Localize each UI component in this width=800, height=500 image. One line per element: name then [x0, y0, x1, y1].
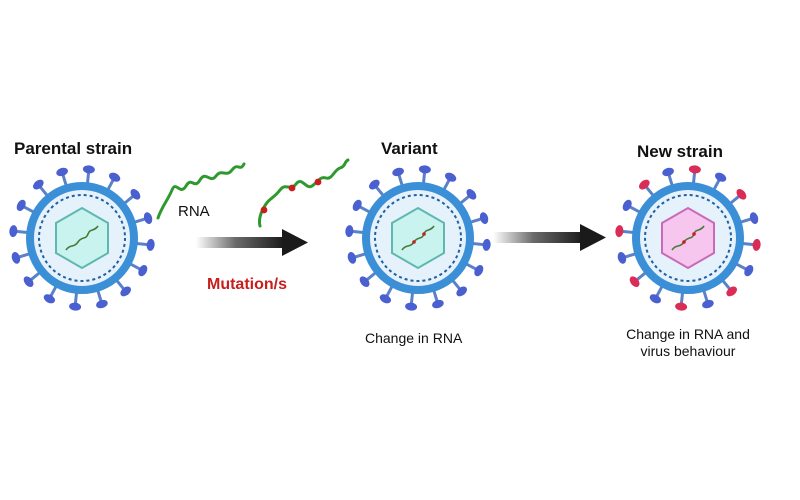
spike-head [347, 252, 357, 264]
spike-head [69, 302, 82, 311]
new-strain-caption: Change in RNA and virus behaviour [624, 326, 752, 360]
spike-head [702, 299, 714, 309]
spike-head [96, 299, 108, 309]
mutation-marker [260, 206, 268, 214]
inner-rna [401, 225, 435, 251]
rna-label: RNA [178, 203, 210, 220]
spike-head [109, 172, 121, 182]
spike-head [405, 302, 418, 311]
spike-head [622, 199, 632, 211]
spike-head [726, 286, 737, 297]
spike-head [345, 225, 354, 238]
spike-head [130, 189, 141, 200]
spike-head [146, 238, 155, 251]
spike-head [456, 286, 467, 297]
variant-caption: Change in RNA [365, 330, 463, 346]
mutated-rna-strand-icon [258, 158, 350, 228]
spike-head [617, 252, 627, 264]
spike-head [615, 225, 624, 238]
spike-head [16, 199, 26, 211]
spike-head [629, 276, 640, 287]
mutation-marker [288, 184, 296, 192]
stage-title-new-strain: New strain [637, 142, 723, 161]
arrow-right-icon [493, 224, 606, 251]
spike-head [56, 167, 68, 177]
spike-head [432, 299, 444, 309]
spike-head [749, 212, 759, 224]
inner-rna [65, 225, 99, 251]
inner-mutation [692, 232, 696, 236]
spike-head [33, 179, 44, 190]
new-strain-caption-line1: Change in RNA and [626, 326, 750, 342]
rna-strand-icon [156, 162, 246, 220]
spike-head [736, 189, 747, 200]
envelope-inner-membrane [374, 194, 462, 282]
spike-head [744, 265, 754, 277]
envelope-inner-membrane [38, 194, 126, 282]
arrow-right-icon [196, 229, 308, 256]
inner-mutation [682, 240, 686, 244]
parental-virus-icon [9, 165, 155, 311]
spike-head [418, 165, 431, 174]
inner-mutation [412, 240, 416, 244]
spike-head [752, 238, 761, 251]
spike-head [688, 165, 701, 174]
spike-head [466, 189, 477, 200]
spike-head [639, 179, 650, 190]
new-strain-caption-line2: virus behaviour [640, 343, 736, 359]
spike-head [445, 172, 457, 182]
stage-title-variant: Variant [381, 139, 438, 158]
spike-head [138, 265, 148, 277]
spike-head [23, 276, 34, 287]
spike-head [479, 212, 489, 224]
mutation-label: Mutation/s [207, 276, 287, 293]
spike-head [11, 252, 21, 264]
inner-mutation [422, 232, 426, 236]
spike-head [352, 199, 362, 211]
spike-head [715, 172, 727, 182]
spike-head [9, 225, 18, 238]
spike-head [675, 302, 688, 311]
spike-head [120, 286, 131, 297]
spike-head [143, 212, 153, 224]
spike-head [369, 179, 380, 190]
envelope-inner-membrane [644, 194, 732, 282]
spike-head [649, 294, 661, 304]
spike-head [379, 294, 391, 304]
spike-head [662, 167, 674, 177]
spike-head [474, 265, 484, 277]
spike-head [482, 238, 491, 251]
variant-virus-icon [345, 165, 491, 311]
mutation-marker [314, 178, 322, 186]
stage-title-parental: Parental strain [14, 139, 133, 158]
spike-head [392, 167, 404, 177]
spike-head [359, 276, 370, 287]
spike-head [82, 165, 95, 174]
new-strain-virus-icon [615, 165, 761, 311]
spike-head [43, 294, 55, 304]
inner-rna [671, 225, 705, 251]
